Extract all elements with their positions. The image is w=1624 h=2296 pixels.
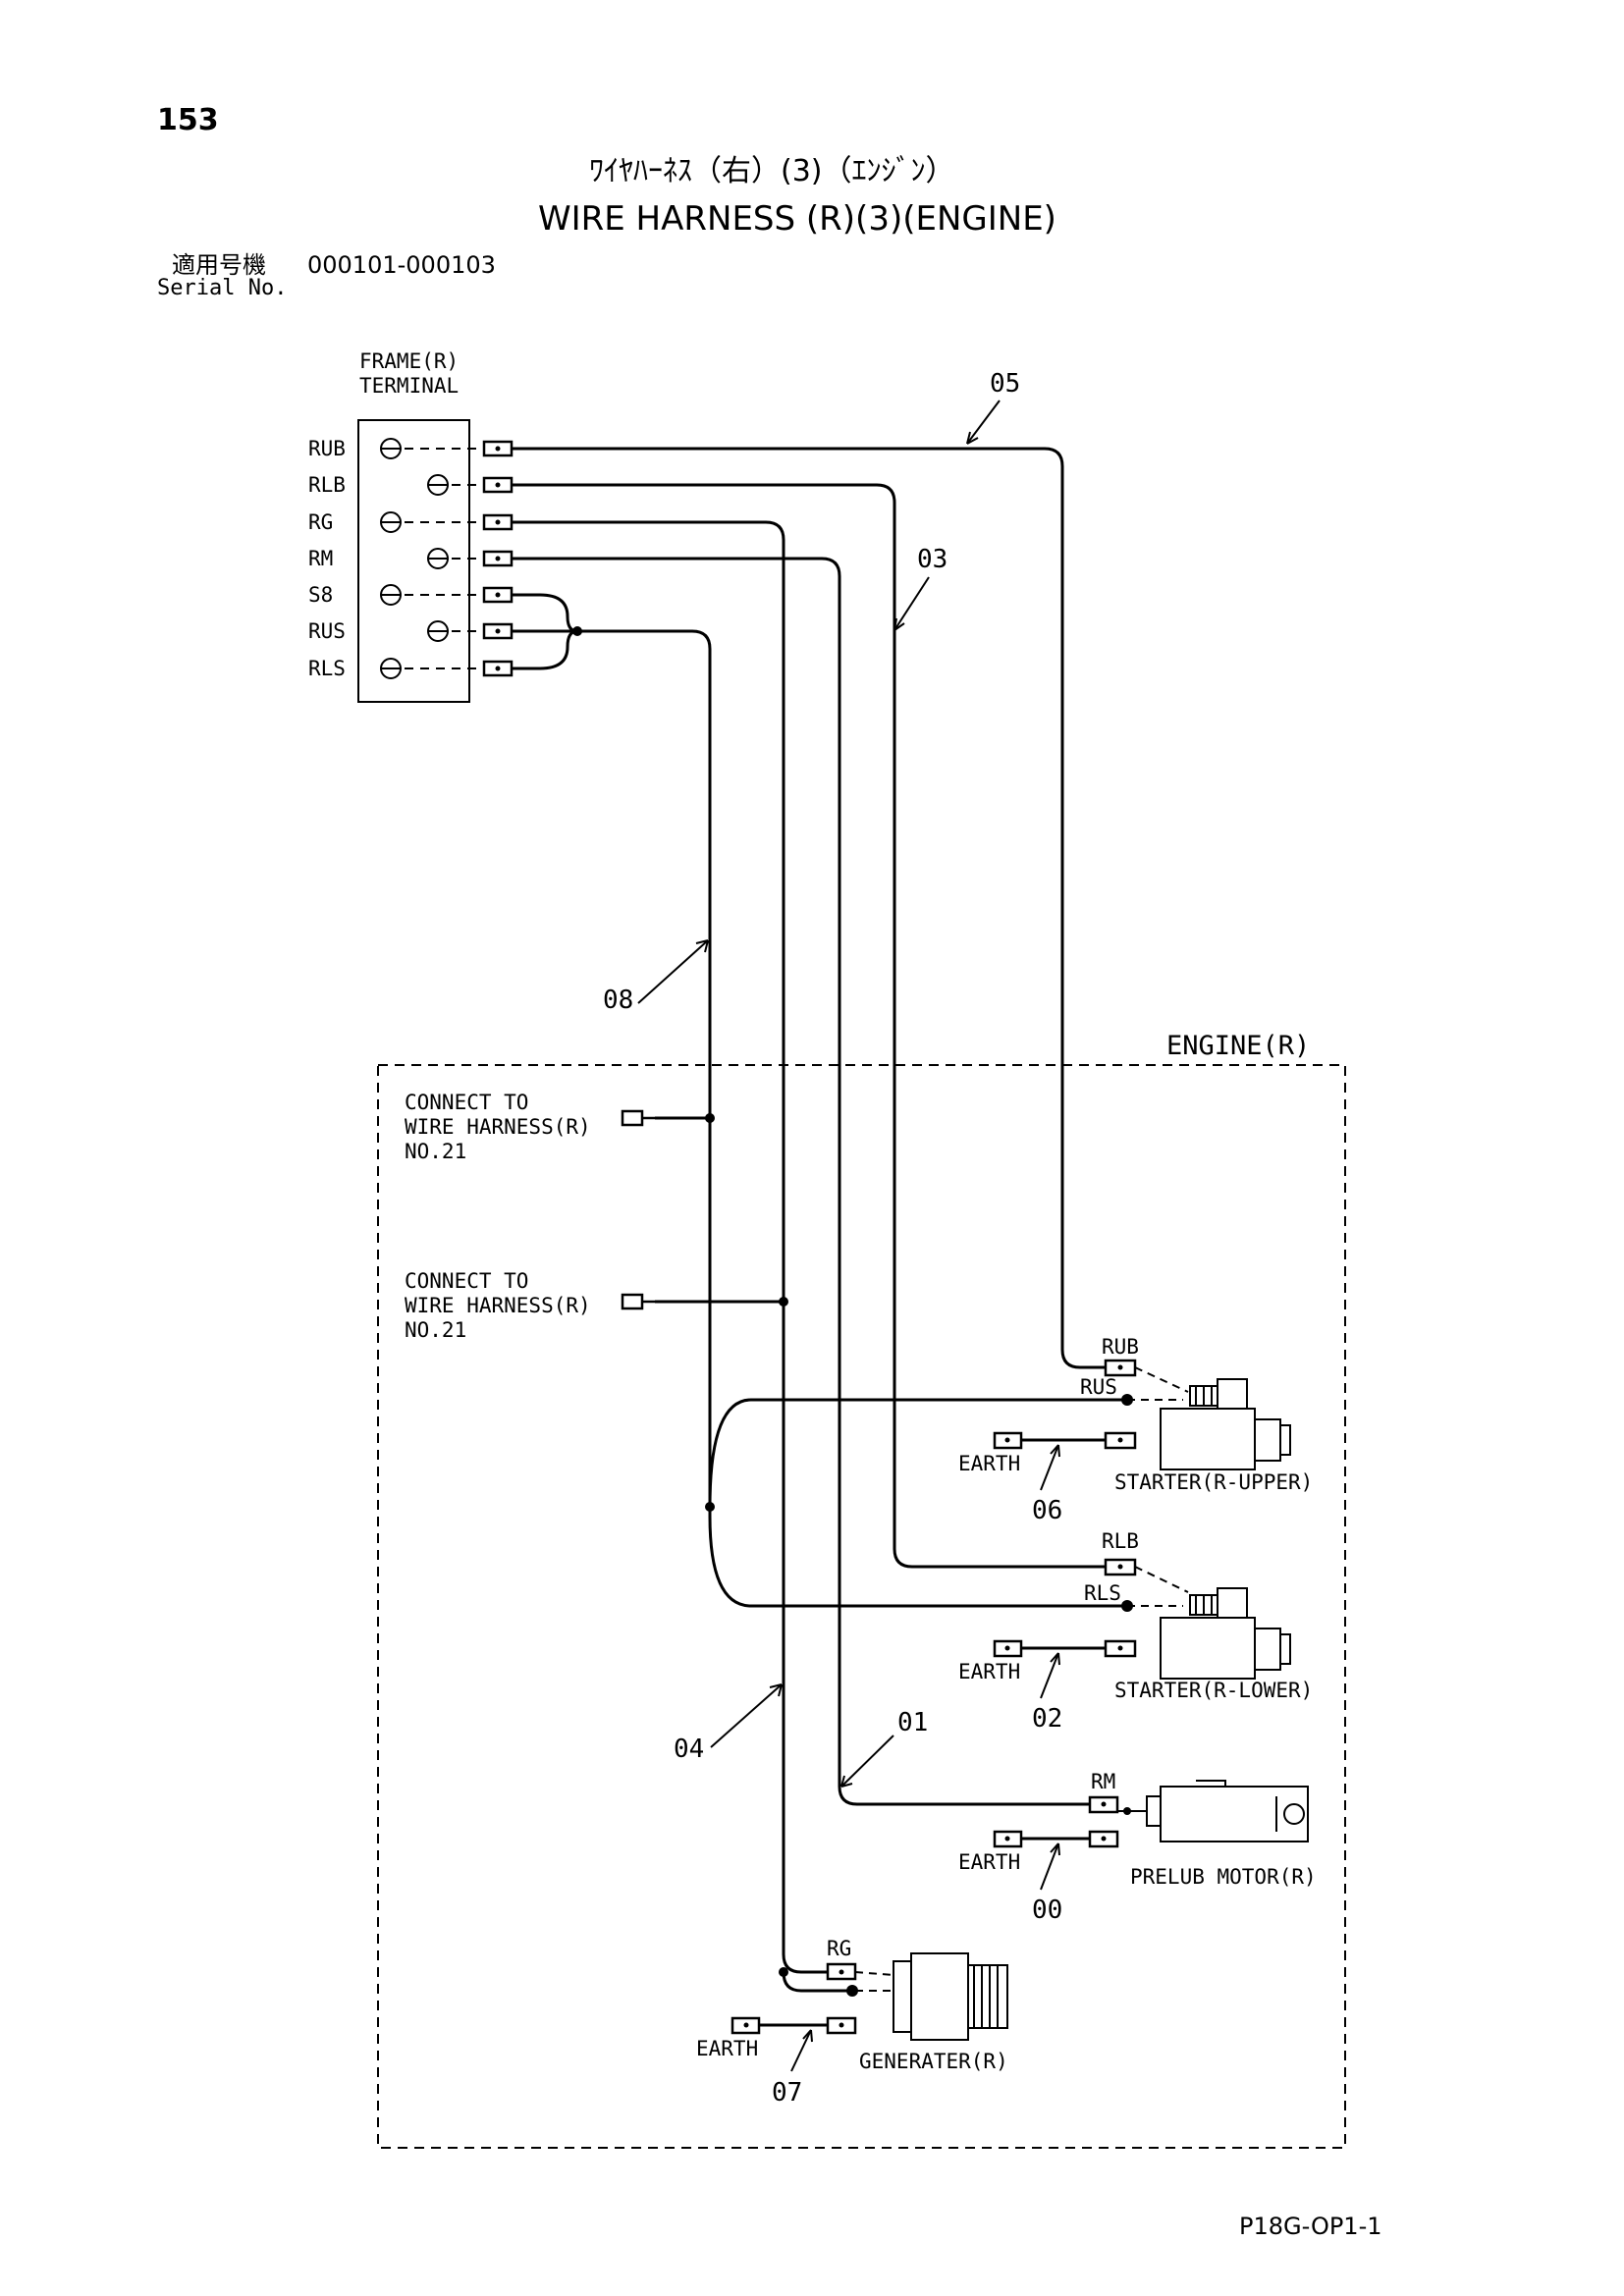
wire-s8-splice: [512, 593, 578, 633]
pin-label-rub: RUB: [308, 437, 346, 460]
wire-08: [577, 629, 1127, 1608]
serial-value: 000101-000103: [307, 251, 496, 279]
wire-number-03: 03: [917, 545, 947, 574]
connect-note-1-line1: CONNECT TO: [405, 1091, 528, 1114]
connector-label-rub: RUB: [1102, 1335, 1139, 1359]
starter-upper-body: [1160, 1378, 1291, 1470]
junction-dots: [572, 626, 1133, 1997]
starter-lower-label: STARTER(R-LOWER): [1114, 1679, 1313, 1702]
wire-number-04: 04: [674, 1735, 704, 1764]
terminal-block-frame: [357, 419, 470, 703]
starter-lower-body: [1160, 1587, 1291, 1680]
pin-label-rlb: RLB: [308, 473, 346, 497]
connector-label-rls: RLS: [1084, 1581, 1121, 1605]
wire-rls-splice: [512, 629, 578, 670]
earth-label-07: EARTH: [696, 2037, 758, 2060]
connector-label-rg: RG: [827, 1937, 851, 1960]
component-dashed-links: [854, 1366, 1189, 1992]
connector-label-rus: RUS: [1080, 1375, 1117, 1399]
generator-body: [893, 1952, 1008, 2041]
wire-03: [512, 483, 1106, 1569]
wire-generator-branch: [782, 1971, 852, 1993]
serial-label-english: Serial No.: [157, 276, 288, 300]
pin-label-rus: RUS: [308, 619, 346, 643]
wire-04: [512, 520, 828, 1974]
prelub-motor-body: [1117, 1780, 1309, 1842]
wire-number-00: 00: [1032, 1896, 1062, 1925]
starter-upper-label: STARTER(R-UPPER): [1114, 1470, 1313, 1494]
generator-label: GENERATER(R): [859, 2050, 1008, 2073]
terminal-title-1: FRAME(R): [359, 349, 459, 373]
engine-box-label: ENGINE(R): [1166, 1031, 1310, 1061]
wire-number-leaders: [637, 400, 1060, 2072]
connector-label-rlb: RLB: [1102, 1529, 1139, 1553]
wire-number-01: 01: [897, 1708, 928, 1737]
page-number: 153: [157, 103, 219, 137]
connect-note-2-line2: WIRE HARNESS(R): [405, 1294, 591, 1317]
wire-01: [512, 557, 1090, 1806]
connector-pin-dots: [495, 446, 1123, 2028]
connect-note-2-line1: CONNECT TO: [405, 1269, 528, 1293]
earth-label-06: EARTH: [958, 1452, 1020, 1475]
connect-note-2-line3: NO.21: [405, 1318, 466, 1342]
drawing-code: P18G-OP1-1: [1239, 2213, 1382, 2240]
pin-label-rg: RG: [308, 510, 333, 534]
harness-connectors: [621, 1109, 1137, 2035]
title-japanese: ﾜｲﾔﾊｰﾈｽ（右）(3)（ｴﾝｼﾞﾝ）: [589, 154, 955, 188]
wire-number-05: 05: [990, 369, 1020, 399]
title-english: WIRE HARNESS (R)(3)(ENGINE): [538, 199, 1056, 239]
terminal-pins: [380, 438, 478, 679]
engine-box-frame: [377, 1064, 1346, 2149]
pin-label-rm: RM: [308, 547, 333, 570]
wire-number-08: 08: [603, 986, 633, 1015]
pin-label-s8: S8: [308, 583, 333, 607]
pin-label-rls: RLS: [308, 657, 346, 680]
earth-label-00: EARTH: [958, 1850, 1020, 1874]
wire-number-02: 02: [1032, 1704, 1062, 1734]
connector-label-rm: RM: [1091, 1770, 1115, 1793]
connect-note-1-line3: NO.21: [405, 1140, 466, 1163]
wire-number-07: 07: [772, 2078, 802, 2108]
wire-05: [512, 447, 1106, 1369]
earth-label-02: EARTH: [958, 1660, 1020, 1683]
terminal-title-2: TERMINAL: [359, 374, 459, 398]
serial-label-japanese: 適用号機: [172, 251, 266, 279]
connect-note-1-line2: WIRE HARNESS(R): [405, 1115, 591, 1139]
wire-08-branch-rus: [708, 1398, 1127, 1508]
wire-number-06: 06: [1032, 1496, 1062, 1525]
prelub-motor-label: PRELUB MOTOR(R): [1130, 1865, 1317, 1889]
